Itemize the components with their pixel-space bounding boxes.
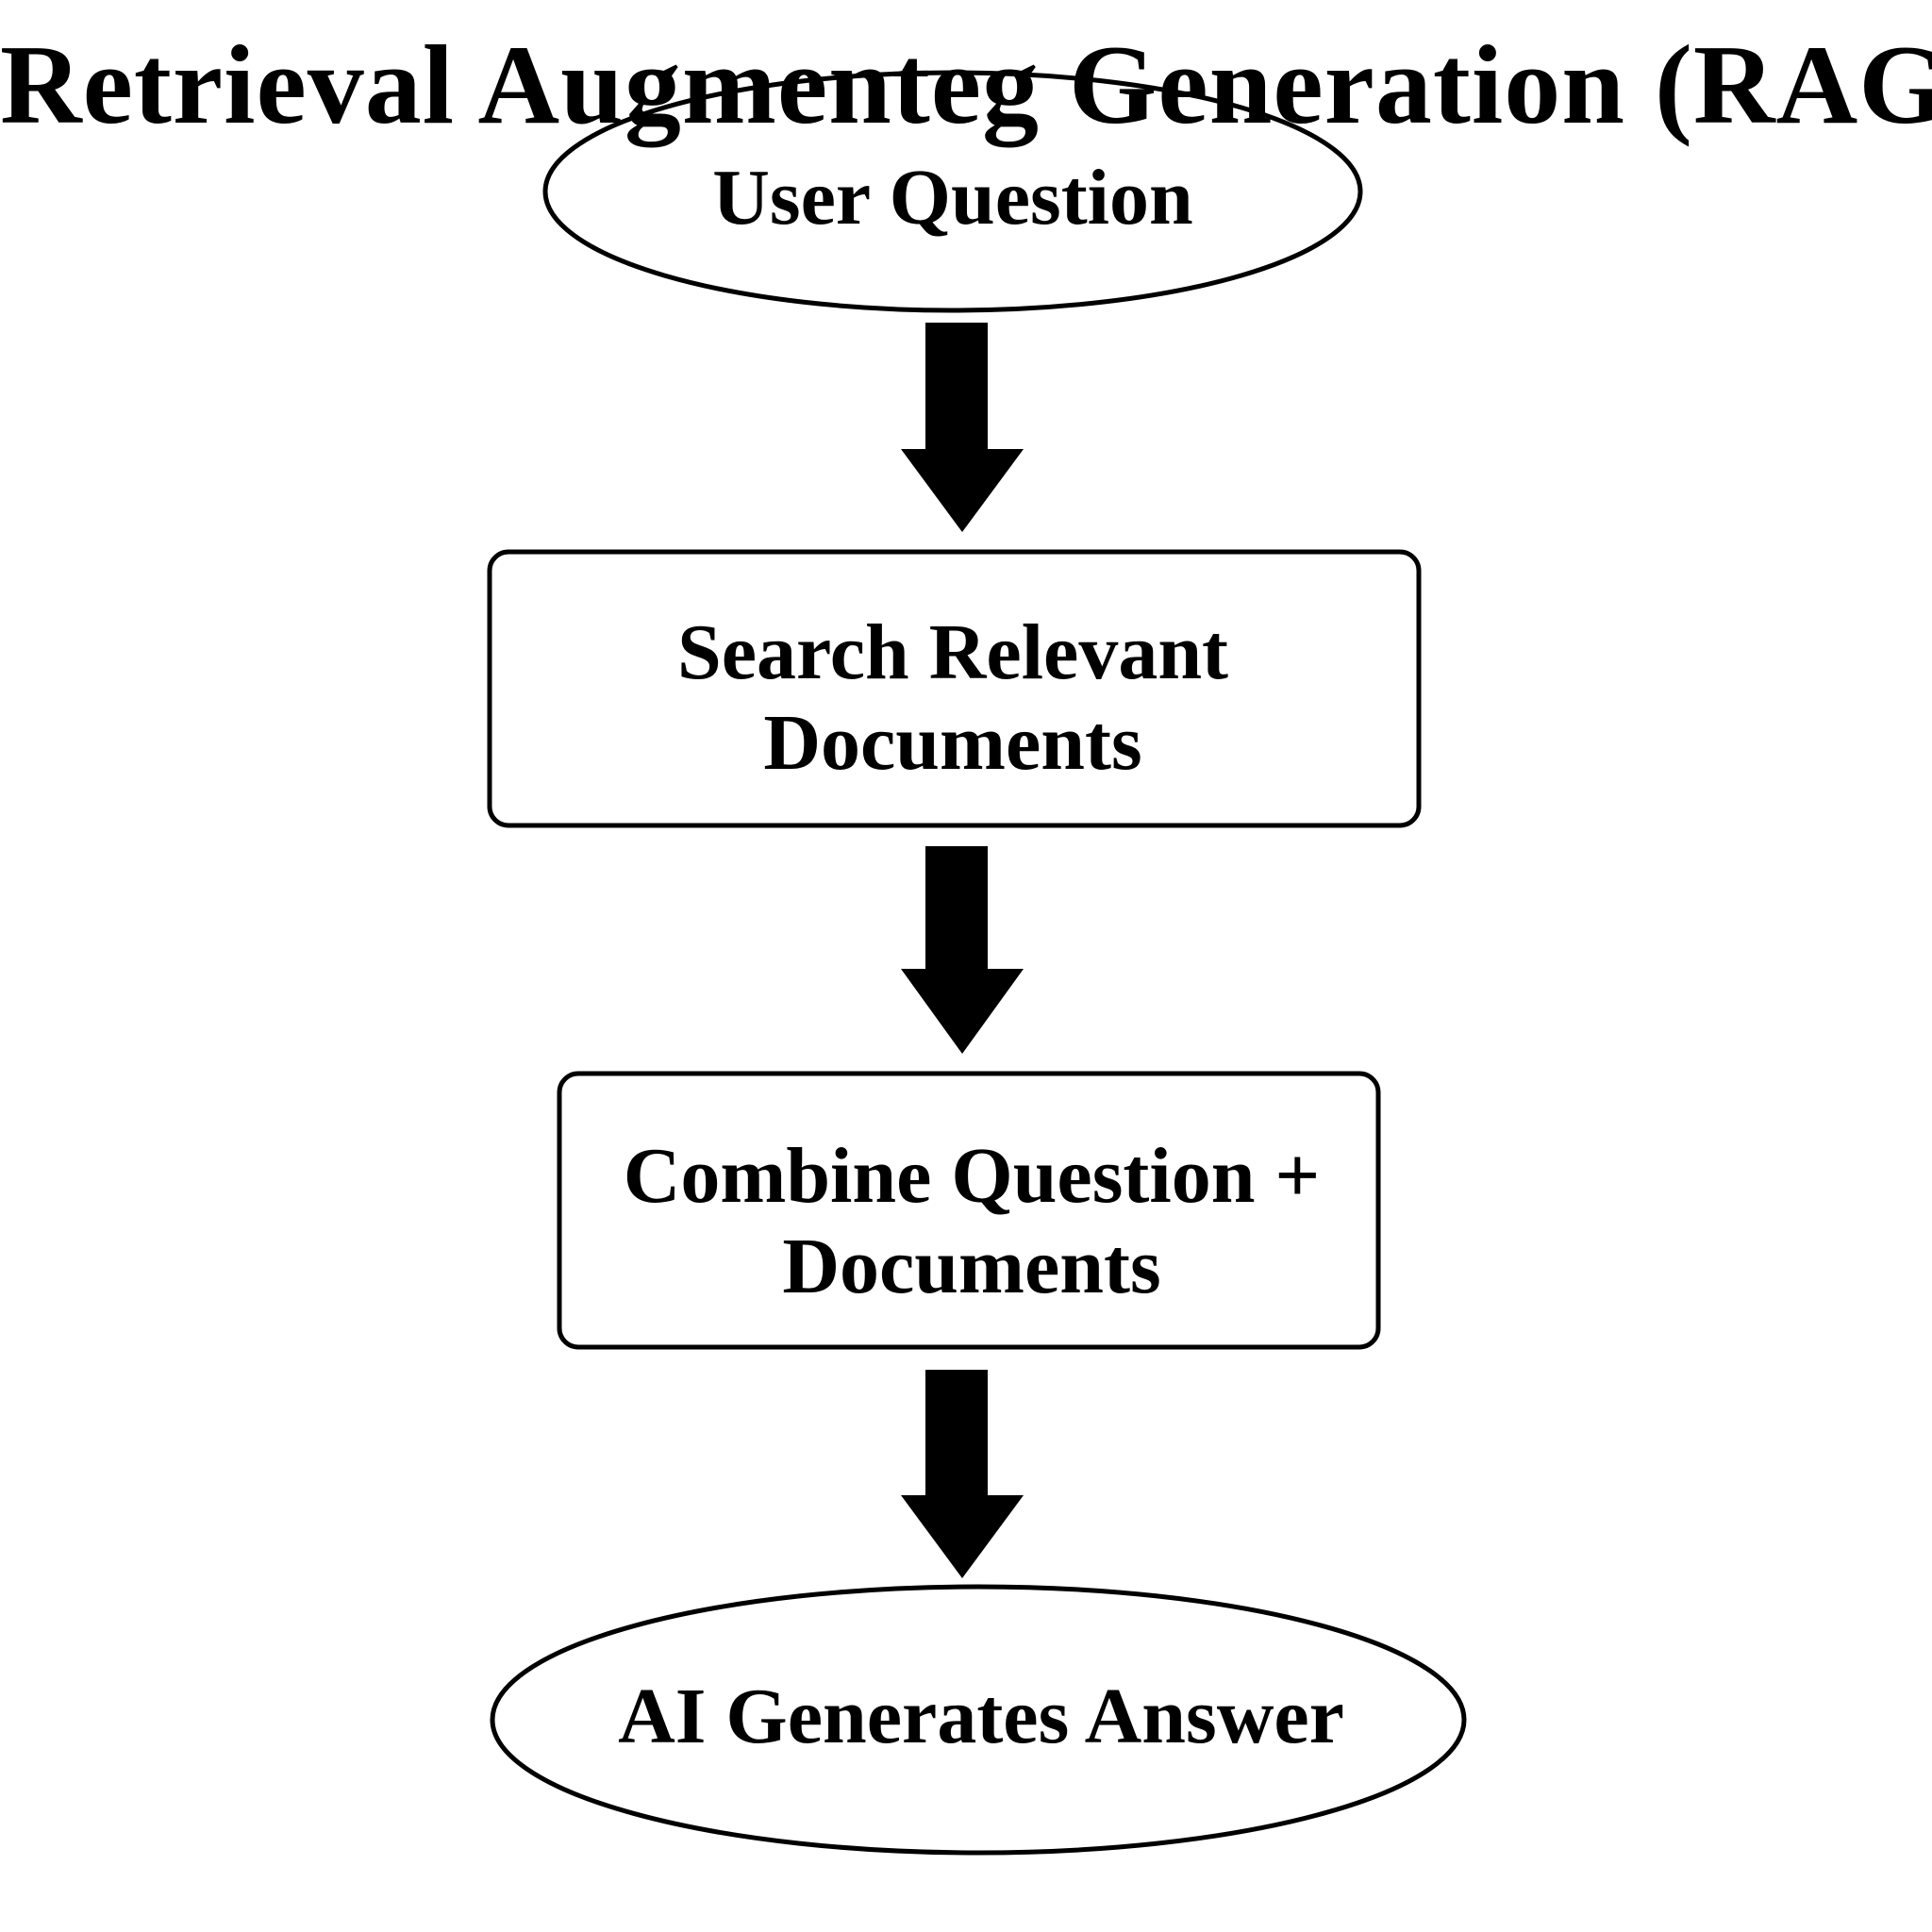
page-title: Retrieval Augmenteg Generation (RAG) [0, 22, 1932, 147]
combine-label: Combine Question + Documents [561, 1118, 1382, 1325]
arrow-down-icon [901, 1370, 1024, 1578]
search-documents-box [487, 549, 1422, 828]
arrow-down-icon [901, 846, 1024, 1054]
user-question-label: User Question [712, 154, 1193, 242]
search-label-line-1: Search Relevant [676, 608, 1229, 696]
combine-label-line-1: Combine Question + [623, 1132, 1321, 1220]
combine-documents-box [557, 1071, 1381, 1350]
arrow-down-icon [901, 323, 1024, 532]
combine-label-line-2: Documents [782, 1223, 1161, 1310]
search-label-line-2: Documents [763, 699, 1142, 787]
search-label: Search Relevant Documents [491, 594, 1415, 802]
user-question-ellipse [542, 70, 1363, 313]
answer-label: AI Generates Answer [618, 1673, 1344, 1760]
answer-ellipse [490, 1584, 1467, 1856]
